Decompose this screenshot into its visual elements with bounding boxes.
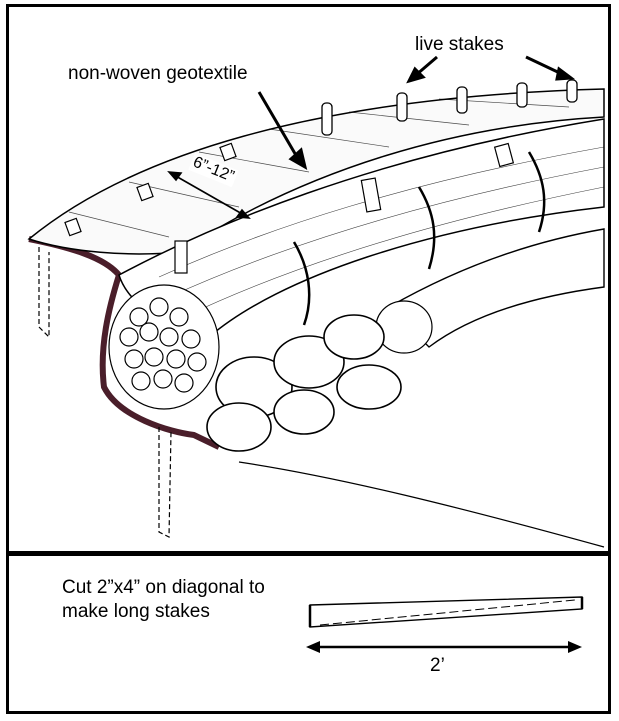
length-label: 2’ — [430, 655, 445, 677]
live-stakes-label: live stakes — [415, 34, 504, 56]
board-outline — [310, 597, 582, 627]
long-stake-diagram — [300, 595, 590, 675]
roll-end — [109, 285, 219, 409]
fiber-roll-illustration — [9, 7, 608, 551]
geotextile-label: non-woven geotextile — [68, 63, 248, 85]
rock-toe — [207, 315, 401, 451]
ground-line — [239, 462, 604, 547]
stake-caption: Cut 2”x4” on diagonal to make long stake… — [62, 576, 272, 624]
panel-divider — [6, 551, 611, 556]
